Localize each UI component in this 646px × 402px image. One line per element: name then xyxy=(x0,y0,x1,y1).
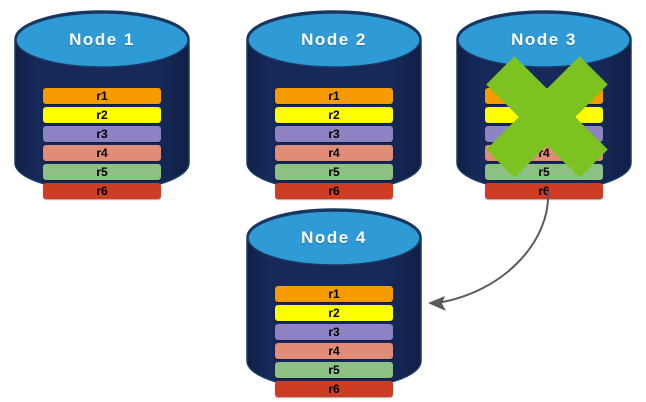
node-1-row-r6[interactable]: r6 xyxy=(43,183,161,199)
node-2-row-list: r1 r2 r3 r4 r5 r6 xyxy=(246,88,422,199)
failover-arrow-head xyxy=(428,296,446,311)
failover-arrow-line xyxy=(436,190,550,304)
node-3-row-r2[interactable]: r2 xyxy=(485,107,603,123)
node-2-row-r2[interactable]: r2 xyxy=(275,107,393,123)
node-1-row-r5[interactable]: r5 xyxy=(43,164,161,180)
node-2-row-r6[interactable]: r6 xyxy=(275,183,393,199)
node-2-row-r1[interactable]: r1 xyxy=(275,88,393,104)
node-3-row-r6[interactable]: r6 xyxy=(485,183,603,199)
node-4-row-r2[interactable]: r2 xyxy=(275,305,393,321)
node-3-row-r5[interactable]: r5 xyxy=(485,164,603,180)
node-1-row-r2[interactable]: r2 xyxy=(43,107,161,123)
node-2-row-r5[interactable]: r5 xyxy=(275,164,393,180)
node-1-row-r1[interactable]: r1 xyxy=(43,88,161,104)
node-3-row-r3[interactable]: r3 xyxy=(485,126,603,142)
node-1-row-list: r1 r2 r3 r4 r5 r6 xyxy=(14,88,190,199)
node-4-row-r5[interactable]: r5 xyxy=(275,362,393,378)
node-3-row-list: r1 r2 r3 r4 r5 r6 xyxy=(456,88,632,199)
node-4-row-list: r1 r2 r3 r4 r5 r6 xyxy=(246,286,422,397)
node-2-row-r4[interactable]: r4 xyxy=(275,145,393,161)
node-4-row-r3[interactable]: r3 xyxy=(275,324,393,340)
node-4-row-r6[interactable]: r6 xyxy=(275,381,393,397)
node-3-row-r4[interactable]: r4 xyxy=(485,145,603,161)
node-1-row-r3[interactable]: r3 xyxy=(43,126,161,142)
node-4-row-r1[interactable]: r1 xyxy=(275,286,393,302)
node-4-row-r4[interactable]: r4 xyxy=(275,343,393,359)
node-2-row-r3[interactable]: r3 xyxy=(275,126,393,142)
node-1-row-r4[interactable]: r4 xyxy=(43,145,161,161)
node-3-row-r1[interactable]: r1 xyxy=(485,88,603,104)
